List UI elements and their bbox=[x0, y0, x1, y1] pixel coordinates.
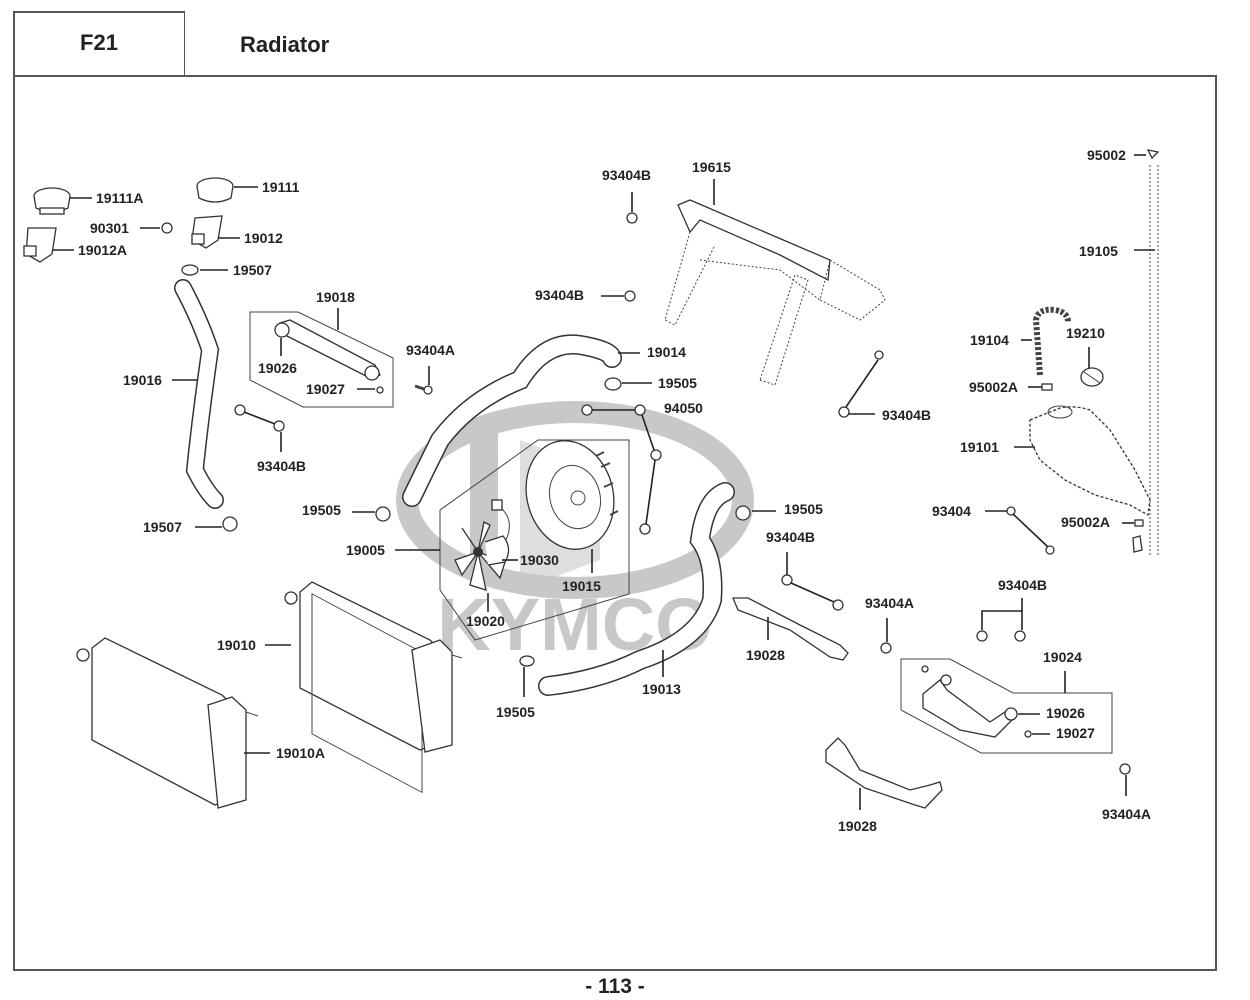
callout-19013: 19013 bbox=[642, 681, 681, 697]
callout-19111A: 19111A bbox=[96, 190, 144, 206]
callout-94050: 94050 bbox=[664, 400, 703, 416]
kit-outline-19018 bbox=[249, 311, 394, 408]
callout-19010: 19010 bbox=[217, 637, 256, 653]
hose-clamp-19505-upper bbox=[604, 377, 622, 391]
callout-19012: 19012 bbox=[244, 230, 283, 246]
callout-19015: 19015 bbox=[562, 578, 601, 594]
section-code-box bbox=[13, 11, 185, 76]
callout-19020: 19020 bbox=[466, 613, 505, 629]
callout-19505-right: 19505 bbox=[784, 501, 823, 517]
callout-19018: 19018 bbox=[316, 289, 355, 305]
overflow-tube-19105 bbox=[1149, 165, 1159, 555]
callout-19014: 19014 bbox=[647, 344, 686, 360]
fan-screws bbox=[595, 451, 619, 516]
callout-19615: 19615 bbox=[692, 159, 731, 175]
page-title: Radiator bbox=[240, 32, 330, 57]
bolt-93404B-mid bbox=[624, 290, 636, 302]
callout-93404B-mid: 93404B bbox=[535, 287, 584, 303]
bolt-93404B-left bbox=[234, 404, 285, 432]
callout-19026-left: 19026 bbox=[258, 360, 297, 376]
bolt-93404B-bracket bbox=[781, 574, 844, 611]
clip-95002 bbox=[1146, 149, 1160, 160]
filler-neck-19012 bbox=[191, 215, 223, 249]
callout-19027-right: 19027 bbox=[1056, 725, 1095, 741]
hose-clamp-19505-left bbox=[375, 506, 391, 522]
washer-90301 bbox=[161, 222, 173, 234]
hose-clamp-19505-bottom bbox=[519, 655, 535, 667]
callout-93404B-pair: 93404B bbox=[998, 577, 1047, 593]
hose-clamp-19505-right bbox=[735, 505, 751, 521]
hose-clamp-19507-top bbox=[181, 264, 199, 276]
callout-93404B-top: 93404B bbox=[602, 167, 651, 183]
callout-19210: 19210 bbox=[1066, 325, 1105, 341]
callout-93404A-right: 93404A bbox=[1102, 806, 1151, 822]
callout-19027-left: 19027 bbox=[306, 381, 345, 397]
callout-19507-bottom: 19507 bbox=[143, 519, 182, 535]
callout-19507-top: 19507 bbox=[233, 262, 272, 278]
callout-19505-bottom: 19505 bbox=[496, 704, 535, 720]
callout-93404B-bracket: 93404B bbox=[766, 529, 815, 545]
callout-19016: 19016 bbox=[123, 372, 162, 388]
callout-19012A: 19012A bbox=[78, 242, 127, 258]
callout-19024: 19024 bbox=[1043, 649, 1082, 665]
bracket-19024 bbox=[921, 665, 1018, 738]
callout-95002A-lower: 95002A bbox=[1061, 514, 1110, 530]
fan-mount-bracket-19615 bbox=[664, 199, 886, 386]
callout-19101: 19101 bbox=[960, 439, 999, 455]
bolt-93404A-lower bbox=[880, 642, 892, 654]
radiator-19010 bbox=[284, 581, 463, 794]
bolt-93404B-right bbox=[838, 350, 884, 418]
filler-neck-19012A bbox=[23, 227, 57, 263]
callout-93404B-left: 93404B bbox=[257, 458, 306, 474]
bracket-19028-upper bbox=[732, 597, 849, 661]
bolt-93404B-pair bbox=[976, 598, 1026, 642]
bracket-19018 bbox=[274, 319, 381, 381]
bracket-19028-lower bbox=[825, 737, 943, 809]
bolt-93404A-right bbox=[1119, 763, 1131, 775]
grommet-94050 bbox=[581, 404, 662, 535]
callout-19030: 19030 bbox=[520, 552, 559, 568]
callout-95002A-upper: 95002A bbox=[969, 379, 1018, 395]
kit-outline-19024 bbox=[900, 658, 1113, 754]
hose-19104 bbox=[1032, 306, 1071, 376]
radiator-cap-19111A bbox=[33, 187, 71, 215]
callout-19505-upper: 19505 bbox=[658, 375, 697, 391]
diagram-frame bbox=[13, 75, 1217, 971]
callout-90301: 90301 bbox=[90, 220, 129, 236]
bolt-93404 bbox=[1006, 506, 1055, 555]
callout-19104: 19104 bbox=[970, 332, 1009, 348]
callout-93404: 93404 bbox=[932, 503, 971, 519]
radiator-cap-19111 bbox=[196, 177, 234, 203]
reservoir-cap-19210 bbox=[1080, 367, 1104, 387]
reservoir-tank-19101 bbox=[1029, 405, 1151, 517]
fan-motor-19030 bbox=[484, 499, 510, 566]
kit-outline-19005 bbox=[439, 439, 630, 641]
hose-clamp-19507-bottom bbox=[222, 516, 238, 532]
callout-93404A-mid: 93404A bbox=[406, 342, 455, 358]
section-code: F21 bbox=[80, 30, 118, 55]
page-number: - 113 - bbox=[585, 975, 645, 998]
callout-95002: 95002 bbox=[1087, 147, 1126, 163]
callout-19505-left: 19505 bbox=[302, 502, 341, 518]
callout-19028-lower: 19028 bbox=[838, 818, 877, 834]
clip-95002A-lower bbox=[1134, 519, 1144, 527]
callout-19010A: 19010A bbox=[276, 745, 325, 761]
callout-19028-upper: 19028 bbox=[746, 647, 785, 663]
callout-19105: 19105 bbox=[1079, 243, 1118, 259]
callout-93404A-lower: 93404A bbox=[865, 595, 914, 611]
radiator-19010A bbox=[76, 637, 259, 809]
callout-19026-right: 19026 bbox=[1046, 705, 1085, 721]
callout-93404B-right: 93404B bbox=[882, 407, 931, 423]
callout-19111: 19111 bbox=[262, 179, 300, 195]
bolt-93404B-top bbox=[626, 212, 638, 224]
callout-19005: 19005 bbox=[346, 542, 385, 558]
clip-95002A-upper bbox=[1041, 383, 1053, 391]
bolt-93404A-mid bbox=[414, 384, 433, 395]
